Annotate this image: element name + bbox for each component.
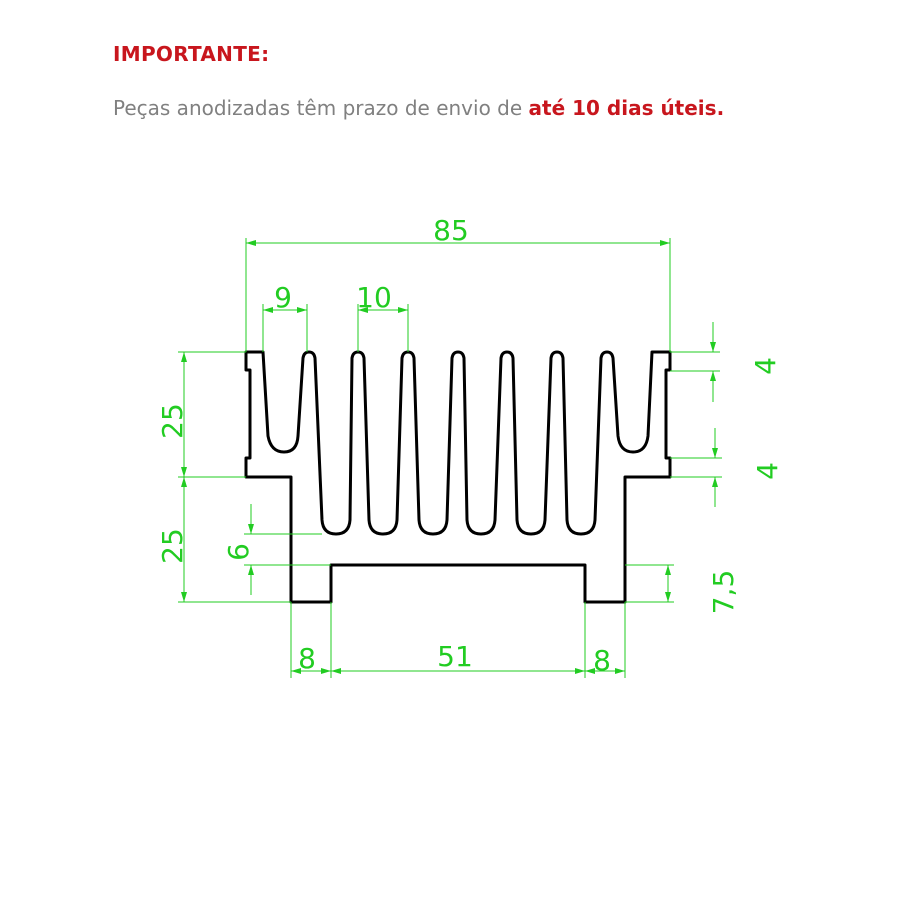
dim-label-foot-height: 7,5 [707,570,740,615]
dim-label-lower-notch: 4 [751,462,784,480]
dim-label-lower-height: 25 [156,528,189,564]
dim-label-right-foot: 8 [593,644,611,677]
dim-label-fin-spacing: 10 [356,281,392,314]
dim-label-left-foot: 8 [298,642,316,675]
dim-label-center-gap: 51 [437,640,473,673]
notice-text-prefix: Peças anodizadas têm prazo de envio de [113,96,529,120]
dim-label-upper-height: 25 [156,403,189,439]
notice-title: IMPORTANTE: [113,42,270,66]
dim-label-base-thickness: 6 [222,543,255,561]
heatsink-profile [244,350,672,604]
notice-text: Peças anodizadas têm prazo de envio de a… [113,96,724,120]
notice-text-highlight: até 10 dias úteis. [528,96,725,120]
dim-label-overall-width: 85 [433,214,469,247]
dim-label-fin-pitch: 9 [274,281,292,314]
dim-label-top-notch: 4 [749,357,782,375]
dimension-lines [178,238,722,678]
dimension-labels: 85 9 10 25 25 6 4 4 7,5 8 51 8 [156,214,784,677]
